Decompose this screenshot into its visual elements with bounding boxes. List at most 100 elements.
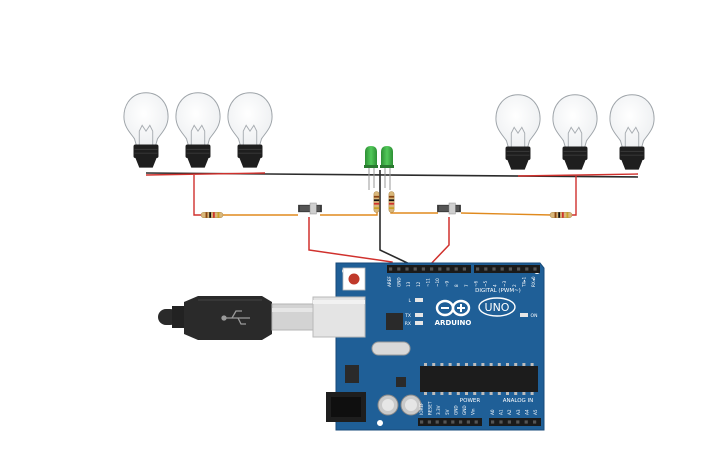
- pin-label: ~9: [445, 280, 450, 287]
- header-pin-hole[interactable]: [491, 420, 495, 424]
- header-pin-hole[interactable]: [508, 267, 512, 271]
- mcu-leg: [514, 392, 518, 395]
- wire-orange-center-right[interactable]: [390, 205, 438, 214]
- pin-label: 2: [512, 284, 517, 287]
- header-pin-hole[interactable]: [443, 420, 447, 424]
- bulb-icon[interactable]: [609, 94, 655, 171]
- mcu-leg: [481, 363, 485, 366]
- wire-red-left-drop[interactable]: [193, 175, 205, 216]
- pin-label: 3.3V: [436, 405, 441, 415]
- on-label: ON: [531, 313, 538, 319]
- mcu-leg: [514, 363, 518, 366]
- header-pin-hole[interactable]: [435, 420, 439, 424]
- leds: [364, 146, 394, 190]
- wire-red-right-drop[interactable]: [566, 176, 577, 216]
- led-right[interactable]: [380, 146, 394, 190]
- power-jack: [326, 392, 366, 422]
- header-pin-hole[interactable]: [525, 267, 529, 271]
- bulb-icon[interactable]: [552, 94, 598, 171]
- digital-header-left: [387, 265, 471, 273]
- header-pin-hole[interactable]: [427, 420, 431, 424]
- wire-red-switch-right-to-board[interactable]: [426, 217, 450, 269]
- header-pin-hole[interactable]: [500, 267, 504, 271]
- header-pin-hole[interactable]: [420, 420, 424, 424]
- pin-label: ~6: [473, 280, 478, 287]
- header-pin-hole[interactable]: [459, 420, 463, 424]
- header-pin-hole[interactable]: [430, 267, 434, 271]
- usb-icon: [221, 310, 250, 325]
- mcu-leg: [473, 363, 477, 366]
- pin-label: GND: [397, 277, 402, 287]
- wire-orange-center-left[interactable]: [320, 205, 378, 216]
- crystal: [371, 341, 411, 356]
- pin-label: 13: [406, 281, 411, 287]
- header-pin-hole[interactable]: [533, 420, 537, 424]
- header-pin-hole[interactable]: [474, 420, 478, 424]
- wire-black-gnd[interactable]: [379, 170, 419, 269]
- model-label: UNO: [485, 301, 510, 314]
- wire-orange-right[interactable]: [460, 212, 553, 216]
- resistor-right[interactable]: [549, 211, 573, 219]
- mcu-leg: [448, 392, 452, 395]
- header-pin-hole[interactable]: [476, 267, 480, 271]
- header-pin-hole[interactable]: [454, 267, 458, 271]
- led-left[interactable]: [364, 146, 378, 190]
- bulbs-left: [123, 92, 273, 169]
- header-pin-hole[interactable]: [517, 267, 521, 271]
- mcu-leg: [506, 363, 509, 366]
- header-pin-hole[interactable]: [516, 420, 520, 424]
- header-pin-hole[interactable]: [451, 420, 455, 424]
- pin-label: 12: [416, 281, 421, 287]
- header-pin-hole[interactable]: [421, 267, 425, 271]
- mcu-leg: [473, 392, 477, 395]
- header-pin-hole[interactable]: [499, 420, 503, 424]
- pin-label: 5V: [445, 409, 450, 415]
- header-pin-hole[interactable]: [462, 267, 466, 271]
- switch-left[interactable]: [297, 202, 323, 215]
- header-pin-hole[interactable]: [446, 267, 450, 271]
- header-pin-hole[interactable]: [389, 267, 393, 271]
- mcu-leg: [530, 363, 534, 366]
- mcu-leg: [448, 363, 452, 366]
- pin-label: TX▸1: [521, 276, 526, 288]
- wires: [145, 170, 639, 269]
- mcu-leg: [481, 392, 485, 395]
- mcu-leg: [440, 392, 444, 395]
- header-pin-hole[interactable]: [397, 267, 401, 271]
- bulb-icon[interactable]: [123, 92, 169, 169]
- header-pin-hole[interactable]: [466, 420, 470, 424]
- header-pin-hole[interactable]: [507, 420, 511, 424]
- pin-label: Vin: [471, 408, 476, 415]
- header-pin-hole[interactable]: [413, 267, 417, 271]
- header-pin-hole[interactable]: [438, 267, 442, 271]
- mcu-leg: [522, 363, 526, 366]
- bulb-icon[interactable]: [227, 92, 273, 169]
- pin-label: GND: [462, 405, 467, 415]
- header-pin-hole[interactable]: [492, 267, 496, 271]
- bulb-icon[interactable]: [175, 92, 221, 169]
- arduino-board[interactable]: ARDUINO UNO DIGITAL (PWM~) POWER ANALOG …: [312, 262, 545, 431]
- header-holes: [389, 267, 537, 424]
- switch-right[interactable]: [436, 202, 462, 215]
- mcu-leg: [489, 363, 493, 366]
- resistor-led-right[interactable]: [388, 191, 395, 213]
- pin-label: RESET: [428, 401, 433, 415]
- header-pin-hole[interactable]: [524, 420, 528, 424]
- bulb-icon[interactable]: [495, 94, 541, 171]
- power-header: [418, 418, 482, 426]
- arduino-logo: [435, 299, 471, 317]
- header-pin-hole[interactable]: [533, 267, 537, 271]
- led-label-l: L: [408, 298, 411, 304]
- header-pin-hole[interactable]: [484, 267, 488, 271]
- wire-red-right-bulbs[interactable]: [517, 173, 639, 177]
- logo-plus-icon: [457, 304, 465, 312]
- resistor-led-left[interactable]: [373, 191, 380, 213]
- resistor-left[interactable]: [200, 211, 224, 219]
- pin-label: GND: [453, 405, 458, 415]
- header-pin-hole[interactable]: [405, 267, 409, 271]
- wire-red-left-bulbs[interactable]: [145, 172, 266, 176]
- mcu-leg: [440, 363, 444, 366]
